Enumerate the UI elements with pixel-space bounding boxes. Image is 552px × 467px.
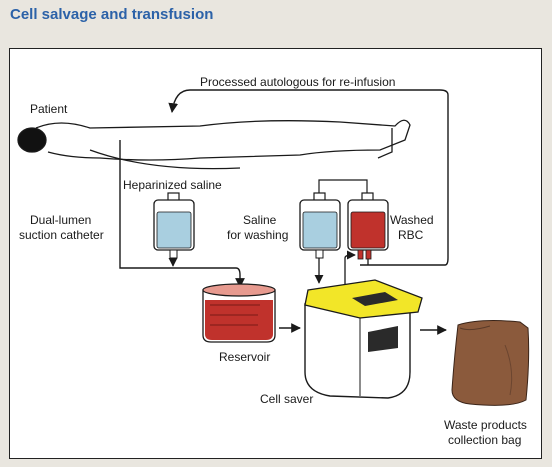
- suction-catheter-line: [119, 140, 245, 288]
- saline-washing-label-line2: for washing: [227, 228, 289, 242]
- reservoir-label: Reservoir: [219, 350, 271, 364]
- heparinized-saline-bag: [153, 192, 195, 267]
- dual-lumen-label-line1: Dual-lumen: [30, 213, 92, 227]
- saline-washing-label-line1: Saline: [243, 213, 277, 227]
- reinfusion-label: Processed autologous for re-infusion: [200, 75, 396, 89]
- cell-saver-label: Cell saver: [260, 392, 314, 406]
- washed-rbc-bag: [347, 192, 389, 260]
- waste-bag: [451, 320, 530, 406]
- reinfusion-line: [168, 89, 449, 266]
- saline-washing-bag: [299, 192, 341, 284]
- heparinized-saline-label: Heparinized saline: [123, 178, 222, 192]
- patient-figure: [17, 119, 411, 170]
- bag-hanger: [318, 179, 368, 193]
- washed-rbc-label-line1: Washed: [390, 213, 434, 227]
- washed-rbc-label-line2: RBC: [398, 228, 424, 242]
- dual-lumen-label-line2: suction catheter: [19, 228, 104, 242]
- waste-bag-label-line1: Waste products: [444, 418, 527, 432]
- waste-bag-label-line2: collection bag: [448, 433, 522, 447]
- page-title: Cell salvage and transfusion: [10, 6, 214, 23]
- patient-label: Patient: [30, 102, 68, 116]
- reservoir: [202, 283, 276, 343]
- cell-saver-device: [304, 279, 423, 399]
- rbc-feed-line: [344, 250, 356, 290]
